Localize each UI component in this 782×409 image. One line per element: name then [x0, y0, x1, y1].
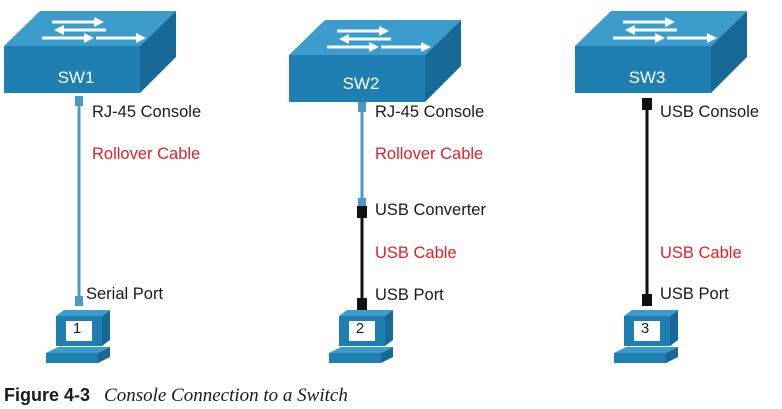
pc3-port-label: USB Port — [660, 285, 729, 303]
usb-connector-sw3 — [642, 98, 652, 110]
figure-caption: Figure 4-3 Console Connection to a Switch — [4, 385, 348, 407]
serial-connector-pc1 — [75, 296, 83, 306]
usb-connector-pc2 — [357, 298, 367, 310]
switch-name-sw1: SW1 — [57, 68, 95, 87]
sw2-converter-label: USB Converter — [375, 201, 486, 219]
switch-name-sw3: SW3 — [628, 68, 666, 87]
sw1-cable-label: Rollover Cable — [92, 145, 201, 163]
converter-rj-end — [358, 198, 366, 206]
usb-connector-pc3 — [642, 294, 652, 306]
rj45-connector-sw1 — [75, 96, 83, 106]
pc1-port-label: Serial Port — [86, 285, 164, 303]
usb-converter — [357, 206, 367, 218]
pc-number-1: 1 — [72, 320, 82, 337]
pc-number-2: 2 — [355, 320, 365, 337]
sw2-cable-label: Rollover Cable — [375, 145, 484, 163]
sw3-cable-label: USB Cable — [660, 244, 742, 262]
sw3-port-label: USB Console — [660, 103, 760, 121]
pc-number-3: 3 — [640, 320, 650, 337]
rj45-connector-sw2 — [358, 102, 366, 112]
sw1-port-label: RJ-45 Console — [92, 103, 202, 121]
figure-number: Figure 4-3 — [4, 385, 91, 405]
sw2-usb-cable-label: USB Cable — [375, 244, 457, 262]
sw2-port-label: RJ-45 Console — [375, 103, 485, 121]
switch-name-sw2: SW2 — [342, 74, 380, 93]
pc2-port-label: USB Port — [375, 286, 444, 304]
figure-title: Console Connection to a Switch — [104, 385, 348, 406]
